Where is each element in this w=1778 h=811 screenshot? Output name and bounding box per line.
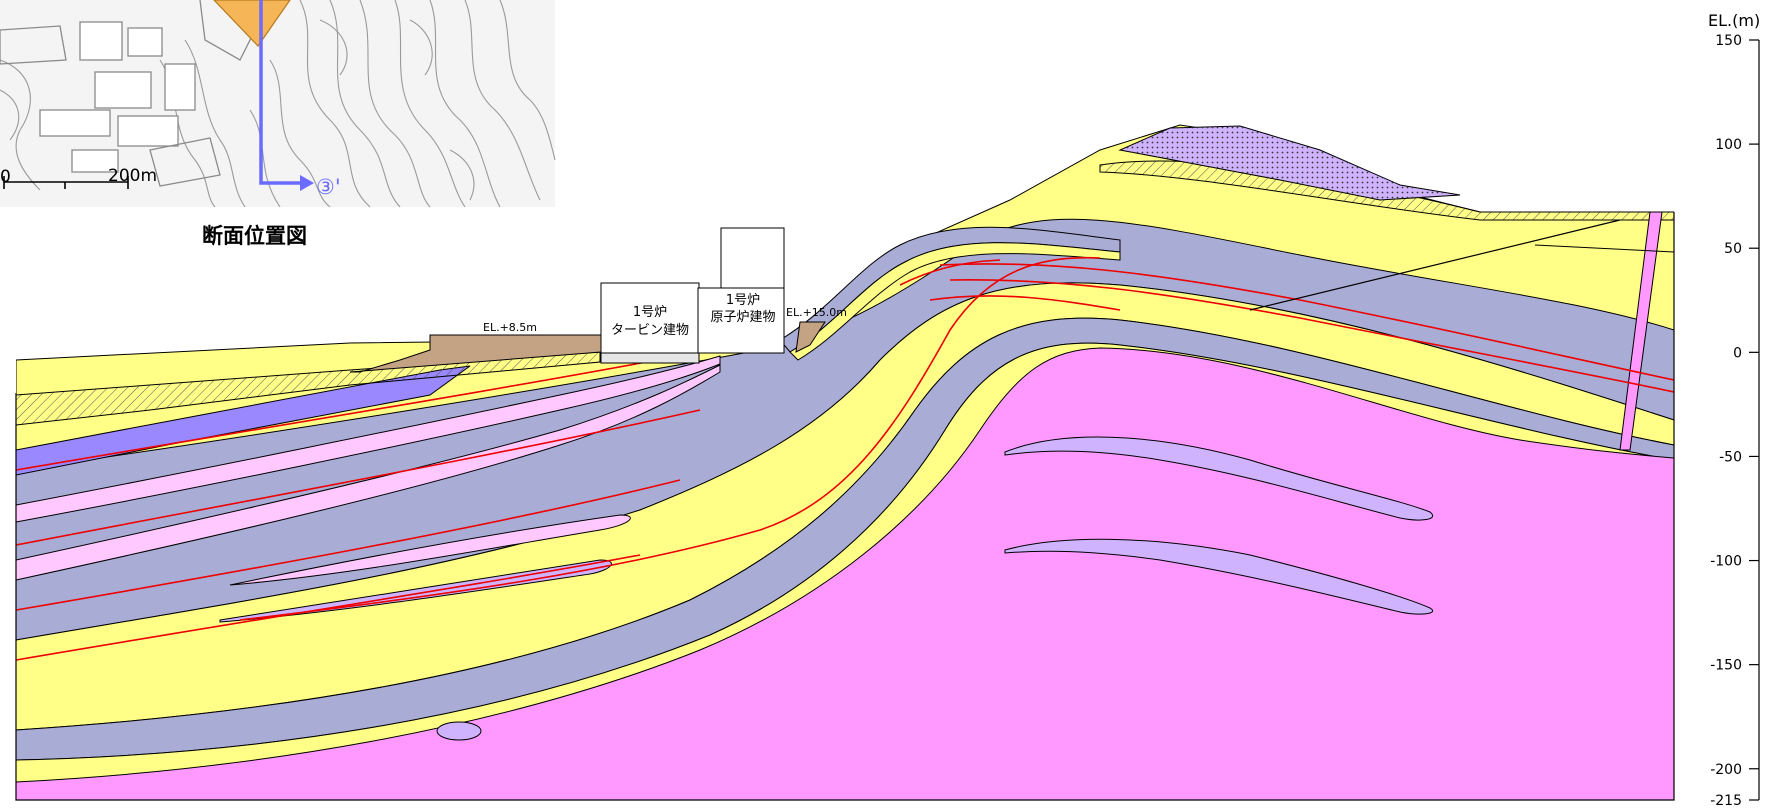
turbine-building: 1号炉 タービン建物 (600, 282, 700, 364)
axis-tick-label-4: -50 (1719, 449, 1742, 465)
lens-violet-left (219, 559, 612, 623)
lens-granite-2 (1004, 538, 1433, 615)
axis-tick-label-1: 100 (1715, 137, 1742, 153)
reactor-building: 1号炉 原子炉建物 (697, 227, 785, 354)
map-contours (0, 0, 556, 208)
section-border (15, 212, 1675, 801)
layer-granite-pink (16, 347, 1674, 800)
reactor-building-label-1: 1号炉 (726, 293, 760, 308)
map-section-area (213, 0, 291, 47)
axis-tick-label-0: 150 (1715, 33, 1742, 49)
axis-tick-label-6: -150 (1710, 658, 1742, 674)
layer-light-pink-2 (16, 355, 721, 523)
axis-tick-label-3: 0 (1733, 345, 1742, 361)
axis-ticks: 150 100 50 0 -50 -100 -150 -200 -215 (1710, 33, 1759, 809)
map-section-line (259, 0, 304, 185)
ground-fill-brown-right (795, 321, 826, 353)
turbine-building-label-1: 1号炉 (633, 305, 667, 320)
scale-start-label: 0 (0, 167, 11, 187)
red-boundary-lines (16, 256, 1674, 661)
elevation-label-8-5: EL.+8.5m (483, 321, 537, 334)
layer-upper-left-hatched (16, 351, 601, 426)
arrow-head-icon (300, 175, 314, 191)
layer-violet (16, 365, 471, 476)
elevation-axis: EL.(m) 150 100 50 0 -50 -100 -150 -200 -215 (1708, 11, 1760, 809)
reactor-building-label-2: 原子炉建物 (710, 310, 775, 325)
axis-tick-label-7: -200 (1710, 762, 1742, 778)
map-structures (0, 0, 261, 187)
inset-map: ③' 0 200m (0, 0, 556, 208)
lens-granite-1 (1004, 436, 1433, 521)
layer-light-pink-1 (16, 364, 721, 581)
scale-bar: 0 200m (0, 166, 157, 189)
thin-layer-line (1534, 244, 1674, 253)
scale-end-label: 200m (108, 166, 157, 186)
elevation-axis-label: EL.(m) (1708, 11, 1760, 30)
cross-section (16, 124, 1674, 800)
fold-strip-2 (789, 242, 1121, 361)
axis-tick-label-5: -100 (1710, 554, 1742, 570)
axis-tick-label-8: -215 (1710, 793, 1742, 807)
ground-fill-brown (349, 334, 602, 373)
elevation-label-15: EL.+15.0m (786, 306, 847, 319)
map-title: 断面位置図 (202, 224, 307, 248)
turbine-building-label-2: タービン建物 (611, 323, 689, 338)
lens-granite-small (436, 721, 482, 741)
section-marker-label: ③' (316, 175, 341, 199)
hill-top-dots (1120, 126, 1460, 200)
diagonal-fault-line (1249, 219, 1621, 311)
lens-pink-left (229, 514, 631, 586)
axis-tick-label-2: 50 (1724, 241, 1742, 257)
